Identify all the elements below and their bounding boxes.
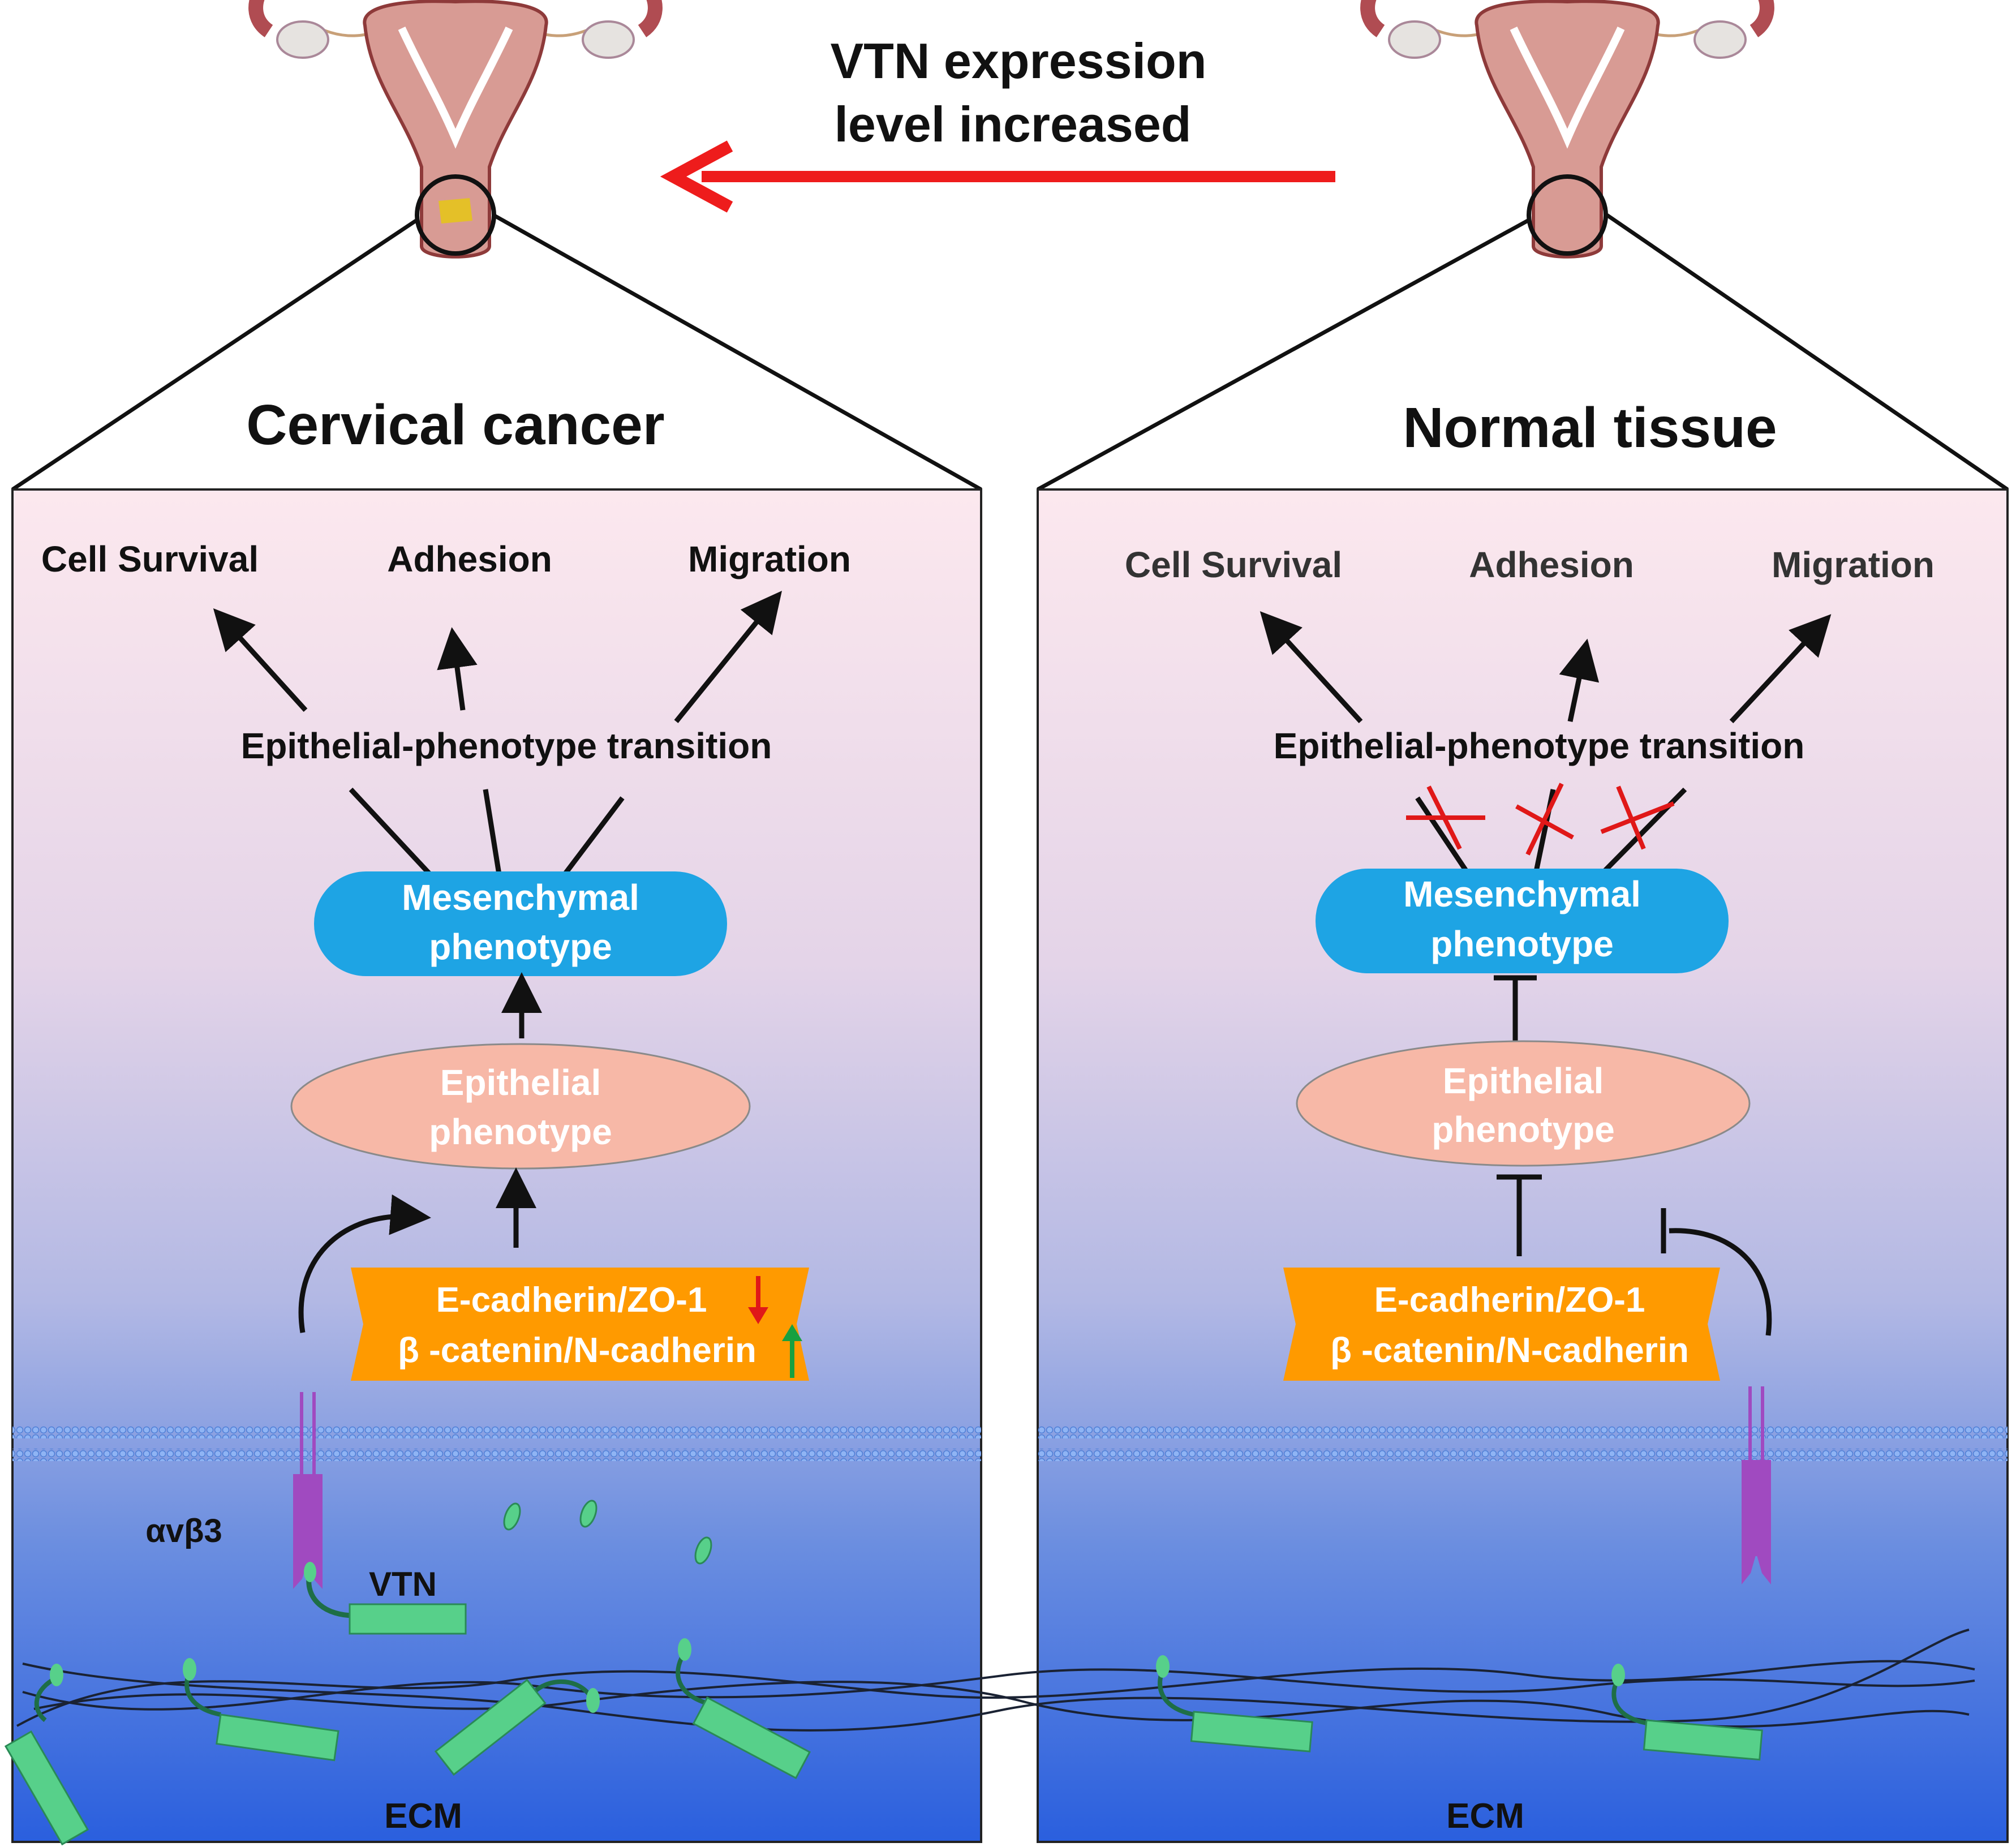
curved-inhibition-integrin — [1669, 1228, 1772, 1336]
increase-arrowhead-icon — [782, 1324, 802, 1341]
connector-line — [562, 796, 625, 876]
epithelial-phenotype-ellipse — [1296, 1040, 1751, 1167]
zoom-line — [492, 213, 982, 492]
blocked-cross-icon — [1406, 785, 1485, 850]
marker-label-line2: β -catenin/N-cadherin — [398, 1331, 756, 1370]
cell-membrane-inner-layer — [12, 1449, 981, 1461]
vtn-molecule — [349, 1603, 467, 1635]
mesenchymal-label-line2: phenotype — [1430, 924, 1614, 964]
decrease-arrowhead-icon — [748, 1307, 768, 1324]
ecm-vtn-molecule — [434, 1678, 600, 1776]
arrow-to-adhesion — [1559, 638, 1600, 722]
zoom-line — [1037, 218, 1529, 492]
outcome-migration: Migration — [1772, 544, 1935, 585]
epithelial-label-line1: Epithelial — [440, 1062, 601, 1103]
mesenchymal-label-line2: phenotype — [429, 926, 612, 967]
ecm-fibers — [16, 1629, 1975, 1732]
outcome-adhesion: Adhesion — [1469, 544, 1634, 585]
outcome-adhesion: Adhesion — [387, 539, 552, 579]
ecm-vtn-molecule — [183, 1658, 339, 1762]
ecm-vtn-molecules — [4, 1638, 1763, 1846]
uterus-icon-cancer — [248, 0, 663, 259]
blocked-cross-icon — [1515, 783, 1574, 856]
cell-membrane-inner-layer — [1038, 1449, 2008, 1461]
mesenchymal-label-line1: Mesenchymal — [402, 877, 639, 918]
ecm-vtn-molecule — [1156, 1655, 1313, 1752]
outcome-cell-survival: Cell Survival — [1125, 544, 1342, 585]
mesenchymal-label-line1: Mesenchymal — [1403, 874, 1641, 914]
vtn-head — [304, 1562, 316, 1582]
outcome-cell-survival: Cell Survival — [41, 539, 259, 579]
blocked-cross-icon — [1600, 785, 1675, 850]
zoom-line — [11, 219, 417, 491]
transition-label: Epithelial-phenotype transition — [1274, 725, 1805, 766]
integrin-receptor-icon — [1742, 1386, 1771, 1584]
ecm-label: ECM — [384, 1797, 462, 1836]
arrow-to-adhesion — [437, 627, 478, 711]
mesenchymal-phenotype-box — [314, 871, 727, 976]
panel-title-normal: Normal tissue — [1403, 396, 1777, 459]
ecm-vtn-molecule — [4, 1664, 89, 1846]
mesenchymal-phenotype-box — [1316, 869, 1729, 973]
arrow-to-cell-survival — [1260, 611, 1363, 724]
ecm-vtn-molecule — [676, 1638, 811, 1780]
vtn-label: VTN — [369, 1565, 437, 1603]
arrow-label-line1: VTN expression — [830, 33, 1206, 89]
marker-box — [351, 1268, 809, 1381]
curved-arrow-integrin-signal — [298, 1194, 431, 1333]
cell-membrane-outer-layer — [1038, 1426, 2008, 1438]
arrow-to-migration — [1729, 614, 1832, 724]
arrow-label-line2: level increased — [834, 96, 1191, 152]
zoom-line — [1606, 213, 2009, 491]
transition-label: Epithelial-phenotype transition — [241, 725, 772, 766]
marker-box — [1283, 1268, 1720, 1381]
free-vtn — [694, 1536, 712, 1565]
vtn-increase-arrowhead — [660, 140, 733, 213]
arrow-to-migration — [674, 591, 782, 723]
ecm-label: ECM — [1446, 1797, 1524, 1836]
cell-membrane-outer-layer — [12, 1426, 981, 1438]
uterus-icon-normal — [1360, 0, 1774, 259]
free-vtn — [503, 1502, 521, 1531]
cancer-panel: Cell Survival Adhesion Migration Epithel… — [11, 488, 982, 1843]
marker-label-line1: E-cadherin/ZO-1 — [436, 1281, 707, 1320]
marker-label-line2: β -catenin/N-cadherin — [1330, 1331, 1689, 1370]
connector-line — [349, 787, 432, 877]
normal-panel: Cell Survival Adhesion Migration Epithel… — [1037, 488, 2009, 1843]
arrow-to-cell-survival — [213, 608, 308, 712]
marker-label-line1: E-cadherin/ZO-1 — [1374, 1281, 1645, 1320]
connector-line — [1415, 796, 1469, 873]
epithelial-label-line2: phenotype — [429, 1111, 612, 1152]
free-vtn — [579, 1500, 598, 1528]
connector-line — [483, 789, 502, 875]
panel-title-cancer: Cervical cancer — [246, 393, 664, 457]
integrin-label: αvβ3 — [145, 1513, 222, 1549]
epithelial-label-line2: phenotype — [1432, 1109, 1615, 1150]
epithelial-label-line1: Epithelial — [1443, 1060, 1604, 1101]
ecm-vtn-molecule — [1611, 1664, 1763, 1761]
outcome-migration: Migration — [688, 539, 851, 579]
